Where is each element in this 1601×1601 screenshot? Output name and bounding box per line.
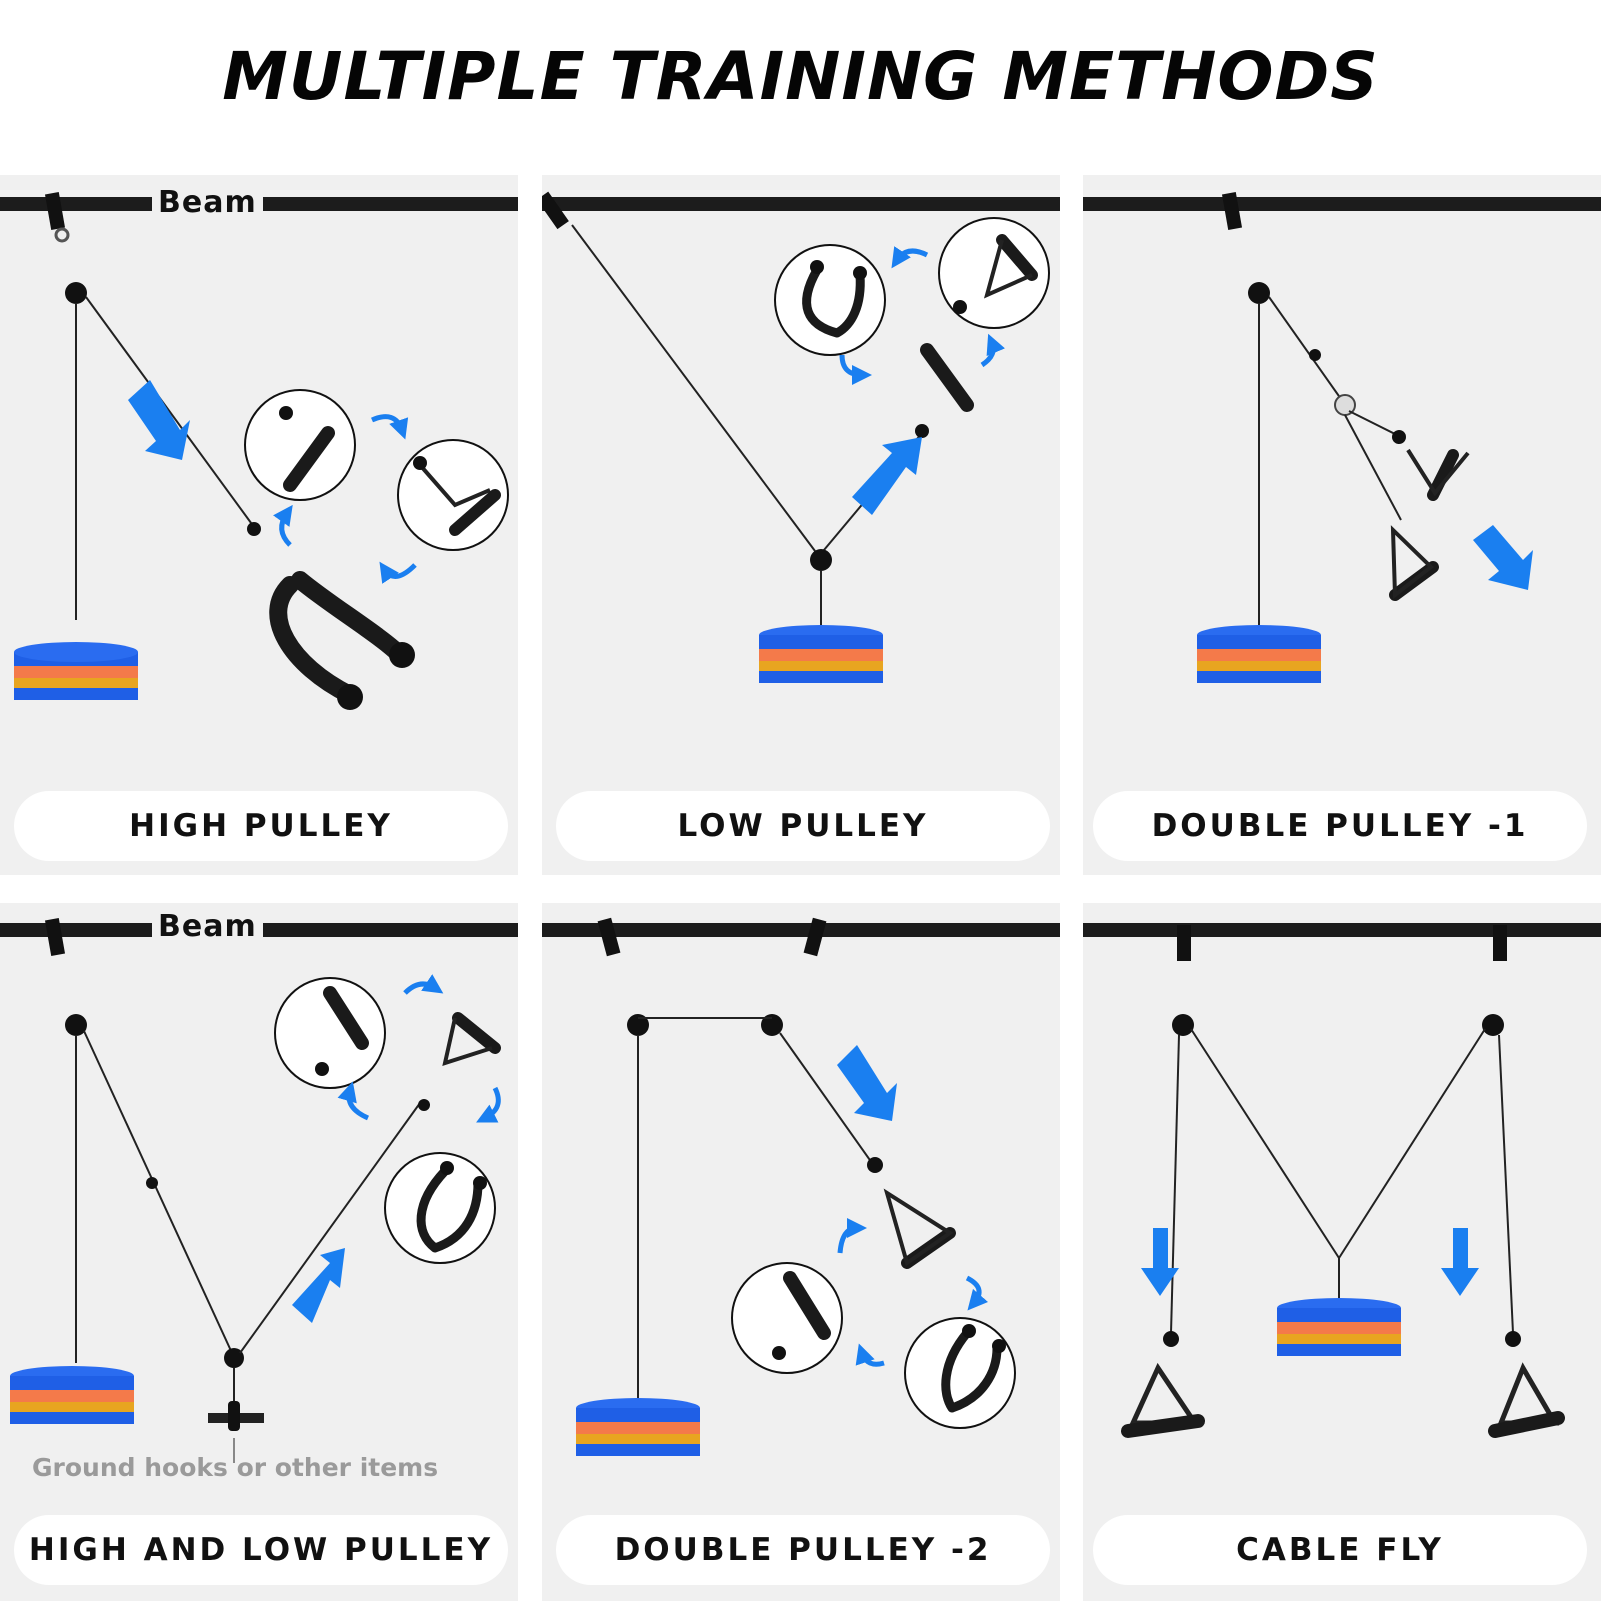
panel-double-pulley-2: DOUBLE PULLEY -2 <box>542 903 1060 1601</box>
pulley-icon <box>627 1014 649 1036</box>
weight-plate <box>10 1376 134 1390</box>
method-label: DOUBLE PULLEY -1 <box>1093 791 1587 861</box>
handle <box>1129 1362 1200 1426</box>
stop-ball <box>146 1177 158 1189</box>
direction-arrow <box>292 1248 345 1323</box>
stop-ball <box>418 1099 430 1111</box>
ground-hook-note: Ground hooks or other items <box>32 1453 439 1482</box>
method-label: HIGH PULLEY <box>14 791 508 861</box>
swap-arrow-icon <box>855 1343 885 1367</box>
beam-label: Beam <box>152 909 263 944</box>
handle <box>452 1012 501 1054</box>
pulley-icon <box>65 282 87 304</box>
swap-arrow-icon <box>476 1086 501 1123</box>
pulley-icon <box>1248 282 1270 304</box>
stop-ball <box>915 424 929 438</box>
pulley-icon <box>224 1348 244 1368</box>
beam-strap <box>542 191 569 230</box>
cable <box>779 1032 873 1164</box>
stop-ball <box>1309 349 1321 361</box>
pulley-icon <box>65 1014 87 1036</box>
beam-strap <box>597 917 621 957</box>
panel-double-pulley-1: DOUBLE PULLEY -1 <box>1083 175 1601 875</box>
pulley-icon <box>761 1014 783 1036</box>
direction-arrow <box>128 380 190 460</box>
panel-low-pulley: LOW PULLEY <box>542 175 1060 875</box>
method-label: HIGH AND LOW PULLEY <box>14 1515 508 1585</box>
cable <box>1170 1034 1180 1334</box>
pulley-icon <box>1172 1014 1194 1036</box>
swap-arrow-icon <box>980 333 1006 368</box>
rope-handle <box>269 571 409 704</box>
attachment-rope-circle <box>774 244 886 356</box>
swap-arrow-icon <box>379 561 417 584</box>
attachment-tbar-circle <box>244 389 356 501</box>
tbar-handle <box>920 343 974 412</box>
direction-arrow <box>837 1045 897 1121</box>
page-title: MULTIPLE TRAINING METHODS <box>222 38 1379 115</box>
panel-high-pulley: Beam HIGH PULLEY <box>0 175 518 875</box>
attachment-rope-circle <box>384 1152 496 1264</box>
panel-cable-fly: CABLE FLY <box>1083 903 1601 1601</box>
weight-plate <box>1277 1308 1401 1322</box>
swap-arrow-icon <box>891 246 929 269</box>
beam-strap <box>44 918 66 956</box>
swap-arrow-icon <box>839 354 872 385</box>
stop-ball <box>247 522 261 536</box>
cable <box>239 1102 421 1354</box>
stop-ball <box>1505 1331 1521 1347</box>
stop-ball <box>867 1157 883 1173</box>
swap-arrow-icon <box>371 414 409 440</box>
beam-strap <box>44 192 66 230</box>
swap-arrow-icon <box>273 504 293 547</box>
beam <box>1083 923 1601 937</box>
stop-ball <box>1163 1331 1179 1347</box>
method-label: LOW PULLEY <box>556 791 1050 861</box>
swap-arrow-icon <box>337 1081 370 1121</box>
panel-high-and-low-pulley: Beam Ground hooks or other items HIGH AN… <box>0 903 518 1601</box>
beam <box>542 197 1060 211</box>
direction-arrow <box>1141 1228 1179 1296</box>
attachment-handle-circle <box>397 439 509 551</box>
swap-arrow-icon <box>837 1218 867 1254</box>
swap-arrow-icon <box>965 1275 989 1311</box>
cable <box>1498 1034 1514 1334</box>
cable <box>1268 296 1342 400</box>
attachment-tbar-circle <box>731 1262 843 1374</box>
cable <box>1344 414 1402 521</box>
attachment-rope-circle <box>904 1317 1016 1429</box>
pulley-icon <box>1482 1014 1504 1036</box>
pulley-icon <box>810 549 832 571</box>
attachment-tbar-circle <box>274 977 386 1089</box>
cable <box>1190 1028 1340 1259</box>
stop-ball <box>1392 430 1406 444</box>
beam <box>542 923 1060 937</box>
cable <box>571 224 819 556</box>
beam-strap <box>1177 925 1191 961</box>
weight-plate <box>759 635 883 649</box>
direction-arrow <box>852 437 922 515</box>
cable <box>83 1030 233 1354</box>
weight-plate <box>576 1408 700 1422</box>
direction-arrow <box>1441 1228 1479 1296</box>
direction-arrow <box>1473 525 1533 590</box>
method-label: CABLE FLY <box>1093 1515 1587 1585</box>
cable <box>1348 410 1402 438</box>
beam <box>1083 197 1601 211</box>
beam-strap <box>803 917 827 957</box>
beam-label: Beam <box>152 185 263 220</box>
cable <box>1338 1028 1486 1259</box>
carabiner <box>54 227 70 243</box>
beam-strap <box>1221 192 1243 230</box>
swap-arrow-icon <box>403 974 444 995</box>
cable <box>85 296 255 528</box>
beam-strap <box>1493 925 1507 961</box>
method-label: DOUBLE PULLEY -2 <box>556 1515 1050 1585</box>
weight-plate <box>1197 635 1321 649</box>
